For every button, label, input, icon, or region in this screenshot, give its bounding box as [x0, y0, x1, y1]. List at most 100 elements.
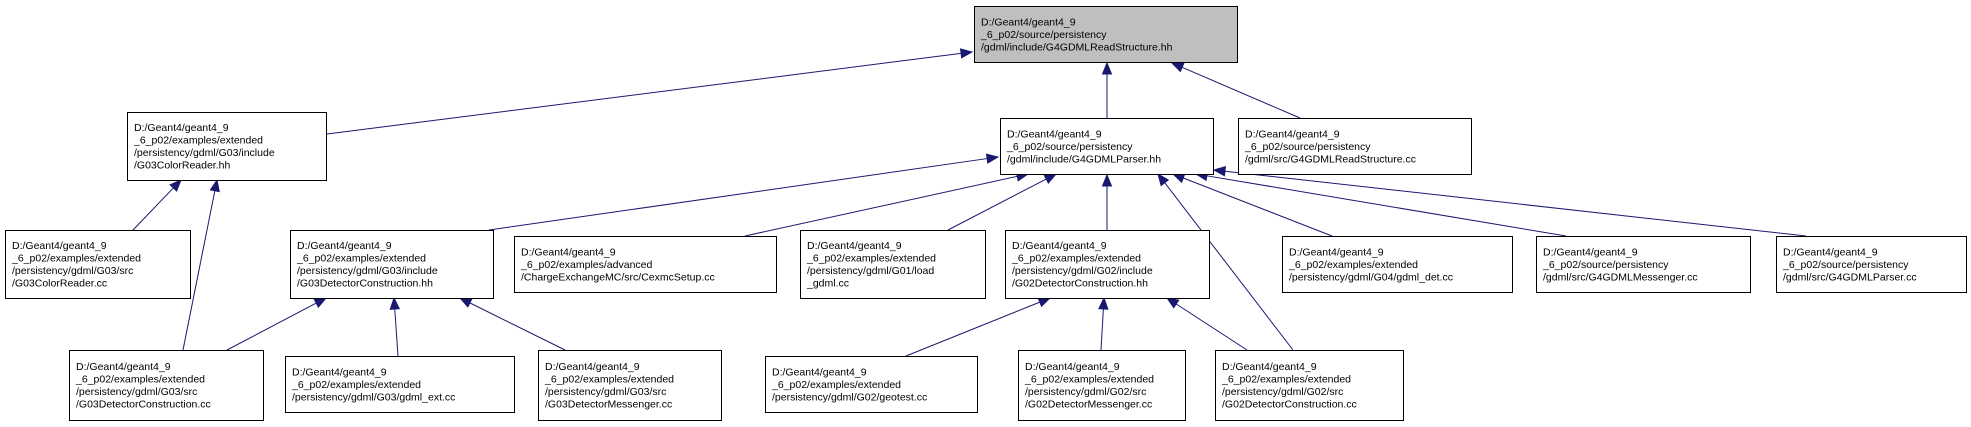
node-label-line: _6_p02/source/persistency	[980, 29, 1107, 41]
edge-messenger-cc-to-parser-hh	[1194, 170, 1567, 237]
node-gdml-ext-cc[interactable]: D:/Geant4/geant4_9_6_p02/examples/extend…	[285, 356, 515, 413]
node-label-line: /persistency/gdml/G03/gdml_ext.cc	[292, 391, 455, 403]
node-label-line: D:/Geant4/geant4_9	[772, 366, 867, 378]
node-label-line: /gdml/src/G4GDMLReadStructure.cc	[1245, 153, 1416, 165]
node-box	[538, 350, 722, 421]
node-label-line: /persistency/gdml/G03/src	[12, 265, 133, 277]
edge-g02detcons-hh-to-parser-hh	[1101, 173, 1113, 230]
node-colorreader-hh[interactable]: D:/Geant4/geant4_9_6_p02/examples/extend…	[127, 112, 327, 181]
node-label-line: D:/Geant4/geant4_9	[807, 240, 902, 252]
node-label-line: /G02DetectorConstruction.cc	[1222, 399, 1357, 411]
edge-line	[1206, 175, 1567, 237]
node-g03detcons-cc[interactable]: D:/Geant4/geant4_9_6_p02/examples/extend…	[69, 350, 264, 421]
node-label-line: /G03DetectorConstruction.cc	[76, 399, 211, 411]
node-geotest-cc[interactable]: D:/Geant4/geant4_9_6_p02/examples/extend…	[765, 356, 978, 413]
node-g02messenger-cc[interactable]: D:/Geant4/geant4_9_6_p02/examples/extend…	[1018, 350, 1186, 421]
node-label-line: _6_p02/examples/extended	[1024, 374, 1154, 386]
nodes-layer: D:/Geant4/geant4_9_6_p02/source/persiste…	[5, 6, 1967, 421]
node-gdml-det-cc[interactable]: D:/Geant4/geant4_9_6_p02/examples/extend…	[1282, 236, 1513, 293]
edge-line	[326, 52, 962, 135]
node-label-line: /G02DetectorMessenger.cc	[1025, 399, 1152, 411]
node-label-line: _6_p02/source/persistency	[1782, 259, 1909, 271]
edge-line	[469, 302, 566, 351]
node-label-line: /G03ColorReader.hh	[134, 160, 230, 172]
node-label-line: _6_p02/examples/extended	[544, 374, 674, 386]
edge-line	[905, 301, 1040, 357]
node-messenger-cc[interactable]: D:/Geant4/geant4_9_6_p02/source/persiste…	[1536, 236, 1751, 293]
arrowhead-icon	[1037, 297, 1052, 308]
edge-line	[1183, 177, 1333, 237]
node-label-line: /persistency/gdml/G02/src	[1222, 386, 1343, 398]
node-root: D:/Geant4/geant4_9_6_p02/source/persiste…	[974, 6, 1238, 63]
node-box	[1536, 236, 1751, 293]
arrowhead-icon	[389, 296, 401, 310]
edge-line	[488, 158, 988, 231]
arrowhead-icon	[313, 297, 328, 308]
node-box	[1282, 236, 1513, 293]
arrowhead-icon	[1098, 296, 1109, 310]
edge-parser-hh-to-root	[1101, 61, 1113, 118]
node-label-line: _6_p02/examples/extended	[1288, 259, 1418, 271]
edge-line	[744, 175, 1018, 237]
node-box	[765, 356, 978, 413]
node-label-line: /persistency/gdml/G01/load	[807, 265, 934, 277]
arrowhead-icon	[1101, 173, 1113, 187]
node-label-line: _6_p02/examples/extended	[75, 374, 205, 386]
node-label-line: D:/Geant4/geant4_9	[1289, 246, 1384, 258]
node-label-line: /gdml/src/G4GDMLParser.cc	[1783, 271, 1917, 283]
node-label-line: D:/Geant4/geant4_9	[76, 361, 171, 373]
node-label-line: /G03DetectorMessenger.cc	[545, 399, 672, 411]
node-label-line: D:/Geant4/geant4_9	[1007, 128, 1102, 140]
edge-g03detcons-cc-to-g03detcons-hh	[226, 297, 328, 351]
node-load-gdml-cc[interactable]: D:/Geant4/geant4_9_6_p02/examples/extend…	[800, 230, 986, 299]
edge-g03messenger-cc-to-g03detcons-hh	[458, 297, 566, 351]
node-g02detcons-hh[interactable]: D:/Geant4/geant4_9_6_p02/examples/extend…	[1005, 230, 1210, 299]
edge-g02messenger-cc-to-g02detcons-hh	[1098, 296, 1109, 351]
node-readstructure-cc[interactable]: D:/Geant4/geant4_9_6_p02/source/persiste…	[1238, 118, 1472, 175]
node-label-line: D:/Geant4/geant4_9	[12, 240, 107, 252]
edge-line	[1100, 308, 1104, 351]
node-label-line: /persistency/gdml/G04/gdml_det.cc	[1289, 271, 1453, 283]
arrowhead-icon	[1171, 173, 1186, 184]
node-g03messenger-cc[interactable]: D:/Geant4/geant4_9_6_p02/examples/extend…	[538, 350, 722, 421]
node-label-line: /persistency/gdml/G02/geotest.cc	[772, 391, 927, 403]
node-label-line: _6_p02/examples/extended	[771, 379, 901, 391]
node-label-line: /ChargeExchangeMC/src/CexmcSetup.cc	[521, 271, 715, 283]
edge-colorreader-cc-to-colorreader-hh	[132, 179, 182, 231]
edge-line	[1181, 66, 1301, 119]
edge-readstructure-cc-to-root	[1170, 62, 1301, 119]
edge-line	[1175, 303, 1248, 351]
node-box	[285, 356, 515, 413]
edge-line	[1224, 170, 1807, 237]
node-label-line: /persistency/gdml/G03/include	[297, 265, 438, 277]
node-box	[514, 236, 777, 293]
node-label-line: D:/Geant4/geant4_9	[134, 122, 229, 134]
arrowhead-icon	[1157, 172, 1170, 187]
node-label-line: D:/Geant4/geant4_9	[1222, 361, 1317, 373]
node-label-line: D:/Geant4/geant4_9	[1245, 128, 1340, 140]
node-label-line: _gdml.cc	[806, 278, 849, 290]
node-label-line: D:/Geant4/geant4_9	[545, 361, 640, 373]
node-label-line: /persistency/gdml/G03/include	[134, 147, 275, 159]
edge-g03detcons-hh-to-parser-hh	[488, 153, 1000, 231]
node-box	[1000, 118, 1214, 175]
node-colorreader-cc[interactable]: D:/Geant4/geant4_9_6_p02/examples/extend…	[5, 230, 191, 299]
node-g03detcons-hh[interactable]: D:/Geant4/geant4_9_6_p02/examples/extend…	[290, 230, 494, 299]
node-label-line: D:/Geant4/geant4_9	[981, 16, 1076, 28]
node-parser-hh[interactable]: D:/Geant4/geant4_9_6_p02/source/persiste…	[1000, 118, 1214, 175]
node-label-line: _6_p02/examples/extended	[11, 253, 141, 265]
node-g02detcons-cc[interactable]: D:/Geant4/geant4_9_6_p02/examples/extend…	[1215, 350, 1404, 421]
node-box	[800, 230, 986, 299]
node-label-line: D:/Geant4/geant4_9	[1783, 246, 1878, 258]
arrowhead-icon	[1043, 173, 1058, 184]
node-label-line: _6_p02/examples/extended	[133, 135, 263, 147]
node-box	[1005, 230, 1210, 299]
edge-load-gdml-cc-to-parser-hh	[947, 173, 1058, 231]
node-label-line: D:/Geant4/geant4_9	[292, 366, 387, 378]
node-box	[69, 350, 264, 421]
node-label-line: /persistency/gdml/G02/src	[1025, 386, 1146, 398]
node-parser-cc[interactable]: D:/Geant4/geant4_9_6_p02/source/persiste…	[1776, 236, 1967, 293]
node-label-line: D:/Geant4/geant4_9	[1012, 240, 1107, 252]
node-cexmcsetup-cc[interactable]: D:/Geant4/geant4_9_6_p02/examples/advanc…	[514, 236, 777, 293]
node-label-line: _6_p02/source/persistency	[1542, 259, 1669, 271]
